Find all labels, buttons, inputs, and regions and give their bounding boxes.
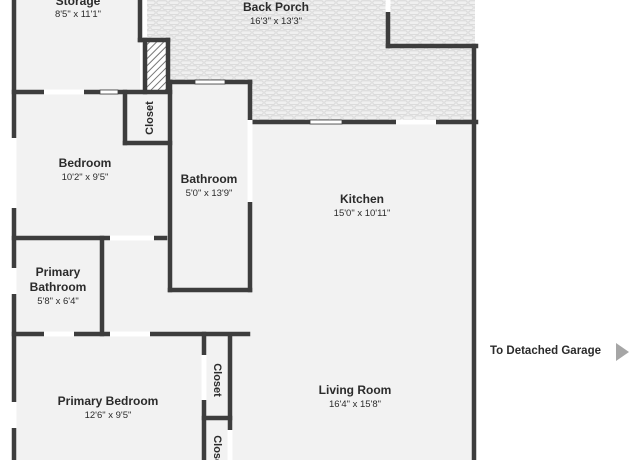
closet-lower-1-label: Closet	[211, 363, 223, 397]
back-porch-name: Back Porch	[243, 0, 309, 14]
storage-name: Storage	[56, 0, 101, 8]
storage-dims: 8'5" x 11'1"	[55, 9, 101, 20]
room-labels: Storage 8'5" x 11'1" Back Porch 16'3" x …	[30, 0, 392, 460]
primary-bedroom-dims: 12'6" x 9'5"	[85, 410, 132, 421]
bathroom-name: Bathroom	[181, 172, 238, 186]
closet-lower-2-label: Closet	[211, 435, 223, 460]
primary-bath-floor	[16, 238, 102, 332]
closet-upper-label: Closet	[144, 101, 156, 135]
closets-lower-floor	[205, 336, 230, 460]
hall-lower-floor	[230, 334, 250, 460]
windows	[11, 0, 436, 460]
kitchen-dims: 15'0" x 10'11"	[334, 208, 391, 219]
living-room-dims: 16'4" x 15'8"	[329, 399, 381, 410]
primary-bathroom-name-line2: Bathroom	[30, 280, 87, 294]
bathroom-dims: 5'0" x 13'9"	[186, 188, 233, 199]
chimney-hatch	[146, 42, 166, 90]
bedroom-dims: 10'2" x 9'5"	[62, 172, 109, 183]
primary-bathroom-dims: 5'8" x 6'4"	[37, 296, 79, 307]
garage-arrow-icon[interactable]	[616, 343, 629, 361]
closet-upper-floor	[126, 94, 168, 142]
primary-bed-floor	[16, 336, 204, 460]
hall-floor	[100, 238, 250, 334]
walls	[11, 0, 479, 460]
living-room-name: Living Room	[319, 383, 392, 397]
primary-bathroom-name-line1: Primary	[36, 265, 81, 279]
garage-link-label[interactable]: To Detached Garage	[490, 345, 601, 357]
storage-floor	[16, 0, 140, 92]
kitchen-living-floor	[250, 124, 474, 460]
bedroom-name: Bedroom	[59, 156, 112, 170]
back-porch-dims: 16'3" x 13'3"	[250, 16, 302, 27]
floor-fills	[16, 0, 475, 460]
kitchen-name: Kitchen	[340, 192, 384, 206]
primary-bedroom-name: Primary Bedroom	[58, 394, 159, 408]
